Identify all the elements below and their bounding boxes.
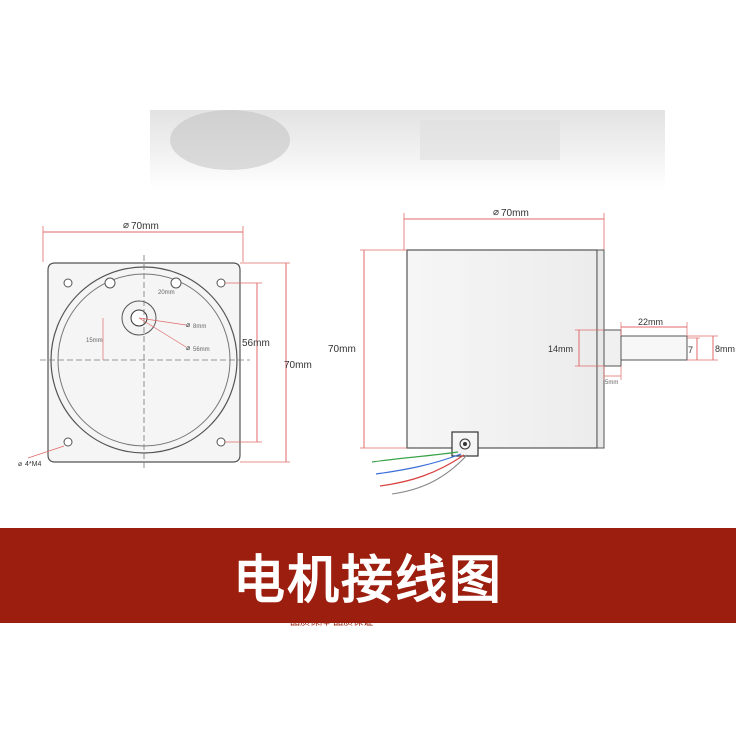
side-view: ⌀ 70mm 70mm 14mm 22mm [328, 207, 735, 495]
mount-spacing-label: 56mm [242, 338, 270, 349]
front-boss-dia-label: 56mm [193, 347, 210, 353]
mount-spacing-dimension: 56mm [225, 282, 270, 443]
svg-text:⌀: ⌀ [123, 220, 129, 231]
svg-text:⌀: ⌀ [186, 345, 190, 352]
wire-red [379, 454, 465, 487]
front-height-label: 70mm [284, 360, 312, 371]
svg-text:⌀: ⌀ [18, 461, 22, 468]
side-height-dimension: 70mm [328, 249, 407, 449]
footer-text: 品质保障 品质保证 [290, 619, 374, 627]
screw-label: 4*M4 [25, 461, 41, 468]
title-banner: 电机接线图 [0, 528, 736, 623]
output-shaft [620, 335, 688, 361]
wire-blue [375, 453, 462, 475]
mount-hole-bottom-right [216, 437, 226, 447]
shaft-length-dimension: 22mm [620, 317, 688, 336]
front-view: ⌀ 70mm 15mm 20mm ⌀ [18, 220, 312, 470]
shaft-dia-dimension: 8mm [687, 335, 735, 360]
side-height-label: 70mm [328, 344, 356, 355]
side-length-dimension: ⌀ 70mm [403, 207, 605, 250]
front-housing [47, 262, 241, 463]
shaft-offset-label: 15mm [86, 338, 103, 344]
shaft-flat-label: 7 [688, 345, 693, 355]
motor-flange [596, 249, 605, 449]
boss-dia-dimension: 14mm [548, 329, 604, 367]
front-shaft-dia-label: 8mm [193, 324, 206, 330]
top-small-label: 20mm [158, 290, 175, 296]
front-width-label: 70mm [131, 221, 159, 232]
boss-length-label: 5mm [605, 380, 618, 386]
boss-dia-label: 14mm [548, 344, 573, 354]
banner-title: 电机接线图 [232, 551, 503, 611]
side-length-label: 70mm [501, 208, 529, 219]
shaft-length-label: 22mm [638, 317, 663, 327]
front-height-dimension: 70mm [240, 262, 312, 463]
mount-hole-top-right [216, 278, 226, 288]
background-photo [150, 110, 665, 190]
shaft-boss [603, 329, 622, 367]
mount-hole-bottom-left [63, 437, 73, 447]
front-width-dimension: ⌀ 70mm [42, 220, 244, 262]
wire-gray [391, 454, 468, 495]
wire-green [371, 451, 459, 463]
svg-text:⌀: ⌀ [493, 207, 499, 218]
mount-hole-top-left [63, 278, 73, 288]
motor-body [406, 249, 598, 449]
side-shaft-dia-label: 8mm [715, 344, 735, 354]
svg-text:⌀: ⌀ [186, 322, 190, 329]
